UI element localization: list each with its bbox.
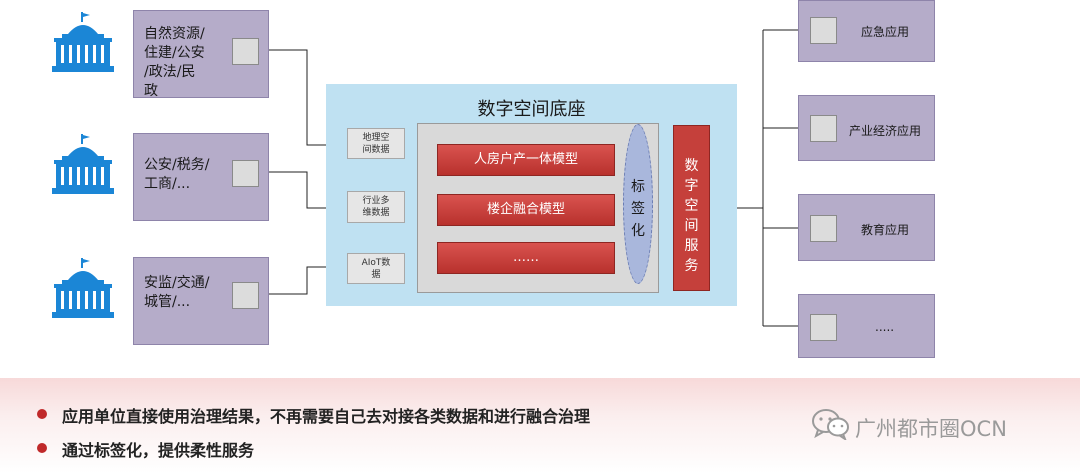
- bullet-dot: [37, 443, 47, 453]
- app-box-emergency: 应急应用: [798, 0, 935, 62]
- government-building-icon: [52, 134, 114, 194]
- model-bar-more: ……: [437, 242, 615, 274]
- source-box-public-security: 公安/税务/ 工商/...: [133, 133, 269, 221]
- source-box-safety-traffic: 安监/交通/ 城管/...: [133, 257, 269, 345]
- data-tag-geo: 地理空 间数据: [347, 128, 405, 159]
- bullet-text: 通过标签化，提供柔性服务: [62, 441, 255, 460]
- app-label: 产业经济应用: [849, 124, 922, 138]
- bullet-text: 应用单位直接使用治理结果，不再需要自己去对接各类数据和进行融合治理: [62, 407, 591, 426]
- app-box-more: .....: [798, 294, 935, 358]
- model-bar-house: 人房户产一体模型: [437, 144, 615, 176]
- source-label: 自然资源/ 住建/公安 /政法/民 政: [144, 26, 205, 99]
- service-label: 数 字 空 间 服 务: [684, 158, 699, 274]
- bullet-dot: [37, 409, 47, 419]
- app-box-education: 教育应用: [798, 194, 935, 261]
- square-icon: [232, 282, 259, 309]
- model-bar-building-enterprise: 楼企融合模型: [437, 194, 615, 226]
- square-icon: [810, 115, 837, 142]
- footer-band: [0, 378, 1080, 473]
- source-label: 安监/交通/ 城管/...: [144, 275, 210, 310]
- app-label: 应急应用: [861, 25, 910, 39]
- source-box-natural-resources: 自然资源/ 住建/公安 /政法/民 政: [133, 10, 269, 99]
- app-box-industry-economy: 产业经济应用: [798, 95, 935, 161]
- data-tag-aiot: AIoT数 据: [347, 253, 405, 284]
- app-label: .....: [875, 320, 895, 334]
- square-icon: [810, 17, 837, 44]
- wechat-icon: [812, 409, 849, 440]
- data-tag-industry: 行业多 维数据: [347, 191, 405, 223]
- square-icon: [810, 215, 837, 242]
- square-icon: [232, 160, 259, 187]
- square-icon: [810, 314, 837, 341]
- square-icon: [232, 38, 259, 65]
- government-building-icon: [52, 12, 114, 72]
- app-label: 教育应用: [861, 223, 910, 237]
- service-box: [673, 125, 710, 291]
- tagging-ellipse: [623, 124, 653, 284]
- tagging-label: 标 签 化: [631, 179, 645, 239]
- source-label: 公安/税务/ 工商/...: [144, 157, 210, 192]
- base-title: 数字空间底座: [477, 99, 586, 120]
- watermark-text: 广州都市圈OCN: [855, 417, 1007, 441]
- government-building-icon: [52, 258, 114, 318]
